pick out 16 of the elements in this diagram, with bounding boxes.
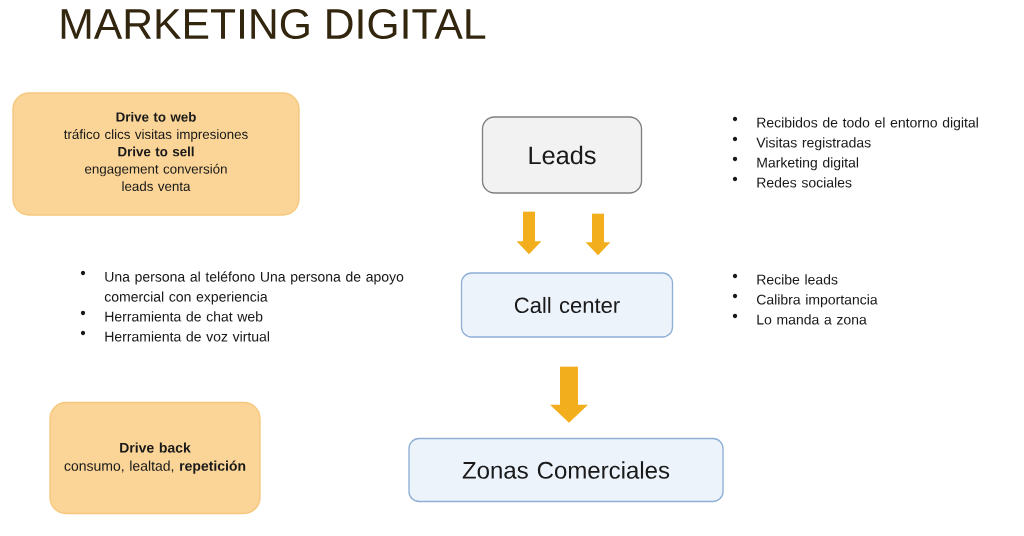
process-box: Call center [460,272,674,338]
title: MARKETING DIGITAL [61,8,486,40]
bullet-item: Calibra importancia [732,293,878,308]
bullet-item: Visitas registradas [732,136,871,151]
bullet-item: Redes sociales [732,176,852,188]
bullet-item: Herramienta de voz virtual [80,330,270,342]
bullet-item: Lo manda a zona [732,313,867,325]
process-box: Zonas Comerciales [408,437,724,503]
bullet-item: Marketing digital [732,156,859,171]
bullet-item: Una persona al teléfono Una persona de apoyo comercial con experiencia [80,270,404,305]
note-box: Drive back consumo, lealtad, repetición [49,401,261,515]
bullet-item: Recibe leads [732,273,838,285]
note-box: Drive to web tráfico clics visitas impresiones Drive to sell engagement conversión leads venta [12,92,300,216]
process-box: Leads [481,116,643,194]
bullet-item: Herramienta de chat web [80,310,263,322]
bullet-item: Recibidos de todo el entorno digital [732,116,978,131]
